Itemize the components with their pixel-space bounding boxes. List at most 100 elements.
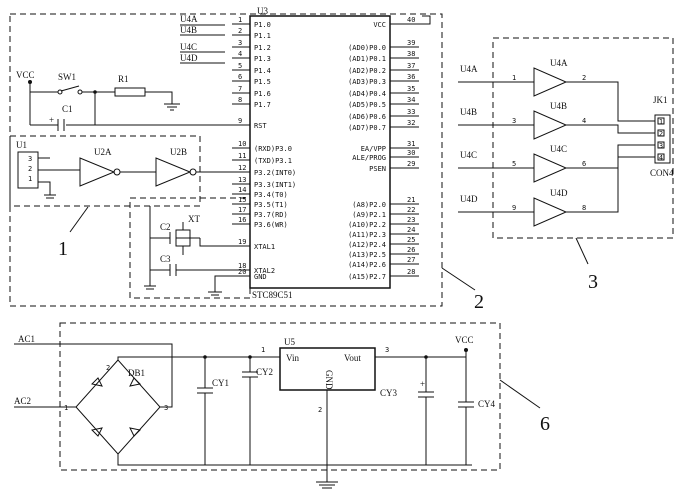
c1-label: C1 (62, 104, 73, 114)
oscillator-module-box (129, 197, 251, 299)
con4-pin-num: 4 (659, 154, 663, 162)
mcu-left-pin-name: P1.1 (254, 32, 271, 40)
mcu-left-pin-num: 1 (238, 16, 242, 24)
buffer-gate (533, 67, 568, 97)
buffer-input-net: U4B (460, 107, 477, 117)
mcu-right-pin-num: 32 (407, 119, 415, 127)
u1-pin-2: 2 (28, 165, 32, 173)
callout-6-leader (499, 379, 541, 409)
mcu-left-pin-num: 8 (238, 96, 242, 104)
mcu-right-pin-name: (A14)P2.6 (348, 261, 386, 269)
mcu-right-pin-num: 38 (407, 50, 415, 58)
buffer-gate (533, 110, 568, 140)
mcu-left-pin-num: 14 (238, 186, 246, 194)
cy3-plus: + (420, 379, 425, 389)
buffer-gate (533, 153, 568, 183)
u1-ground (44, 194, 56, 199)
mcu-right-pin-name: PSEN (369, 165, 386, 173)
mcu-right-pin-name: (A15)P2.7 (348, 273, 386, 281)
mcu-right-pin-name: ALE/PROG (352, 154, 386, 162)
reset-vcc-label: VCC (16, 70, 35, 80)
mcu-left-pin-name: P3.4(T0) (254, 191, 288, 199)
callout-3-leader (575, 237, 589, 265)
mcu-right-pin-name: (AD7)P0.7 (348, 124, 386, 132)
buffer-out-pin: 6 (582, 160, 586, 168)
c2-label: C2 (160, 222, 171, 232)
mcu-right-pin-name: (AD4)P0.4 (348, 90, 386, 98)
net-label-u4b-left: U4B (180, 25, 197, 35)
mcu-right-pin-name: (A12)P2.4 (348, 241, 386, 249)
u5-pin-out: 3 (385, 346, 389, 354)
mcu-left-pin-name: P1.4 (254, 67, 271, 75)
power-gnd-rail (117, 454, 472, 466)
callout-1-leader (69, 206, 89, 233)
mcu-right-pin-name: EA/VPP (361, 145, 386, 153)
mcu-right-pin-name: (AD2)P0.2 (348, 67, 386, 75)
mcu-left-pin-name: P1.2 (254, 44, 271, 52)
mcu-right-pin-num: 26 (407, 246, 415, 254)
con4-pin-num: 1 (659, 118, 663, 126)
mcu-left-pin-name: P1.0 (254, 21, 271, 29)
cy3-label: CY3 (380, 388, 398, 398)
u5-vin: Vin (286, 353, 299, 363)
mcu-left-pin-num: 2 (238, 27, 242, 35)
sensor-module-box (9, 135, 201, 207)
buffer-name: U4C (550, 144, 567, 154)
u1-pin-3: 3 (28, 155, 32, 163)
mcu-right-pin-name: (AD3)P0.3 (348, 78, 386, 86)
con4-pin-num: 3 (659, 142, 663, 150)
mcu-left-pin-name: (RXD)P3.0 (254, 145, 292, 153)
cy3-capacitor (418, 357, 434, 465)
mcu-vcc-wire (419, 15, 431, 25)
mcu-right-pin-num: 22 (407, 206, 415, 214)
buffer-in-pin: 3 (512, 117, 516, 125)
mcu-left-pin-num: 20 (238, 268, 246, 276)
module-label-3: 3 (588, 271, 598, 293)
mcu-right-pin-num: 40 (407, 16, 415, 24)
r1-ground-symbol (164, 103, 180, 111)
u5-gnd-wire (316, 390, 338, 489)
mcu-ref: U3 (257, 6, 268, 16)
sw1-contact-b (77, 89, 83, 95)
buffer-name: U4D (550, 188, 568, 198)
con4-pin-box (657, 153, 665, 161)
reset-vcc-node (28, 80, 32, 84)
u2a-label: U2A (94, 147, 112, 157)
mcu-left-pin-name: P1.7 (254, 101, 271, 109)
mcu-part: STC89C51 (252, 290, 293, 300)
power-vcc-label: VCC (455, 335, 474, 345)
u5-vout: Vout (344, 353, 361, 363)
u5-pin-in: 1 (261, 346, 265, 354)
mcu-left-pin-name: P3.7(RD) (254, 211, 288, 219)
con4-pin-box (657, 141, 665, 149)
cy4-capacitor (458, 357, 474, 465)
sw1-lever (60, 85, 80, 92)
r1-label: R1 (118, 74, 129, 84)
mcu-right-pin-num: 39 (407, 39, 415, 47)
mcu-left-pin-num: 9 (238, 117, 242, 125)
callout-2-leader (441, 267, 476, 291)
mcu-right-pin-name: (A13)P2.5 (348, 251, 386, 259)
mcu-right-pin-name: (AD1)P0.1 (348, 55, 386, 63)
cy1-label: CY1 (212, 378, 229, 388)
mcu-left-pin-name: P3.3(INT1) (254, 181, 296, 189)
mcu-left-pin-num: 10 (238, 140, 246, 148)
mcu-right-pin-num: 28 (407, 268, 415, 276)
mcu-right-pin-num: 33 (407, 108, 415, 116)
mcu-right-pin-num: 31 (407, 140, 415, 148)
sw1-label: SW1 (58, 72, 76, 82)
buffer-out-pin: 8 (582, 204, 586, 212)
mcu-left-pin-num: 19 (238, 238, 246, 246)
mcu-right-pin-name: (AD5)P0.5 (348, 101, 386, 109)
db1-pin-1: 1 (64, 404, 68, 412)
bridge-output-wires (117, 356, 173, 408)
buffer-input-net: U4A (460, 64, 478, 74)
c1-capacitor (57, 119, 65, 131)
cy4-label: CY4 (478, 399, 496, 409)
mcu-left-pin-num: 11 (238, 152, 246, 160)
con4-label: CON4 (650, 168, 674, 178)
net-label-u4d-left: U4D (180, 53, 198, 63)
mcu-left-pin-name: RST (254, 122, 267, 130)
c3-label: C3 (160, 254, 171, 264)
